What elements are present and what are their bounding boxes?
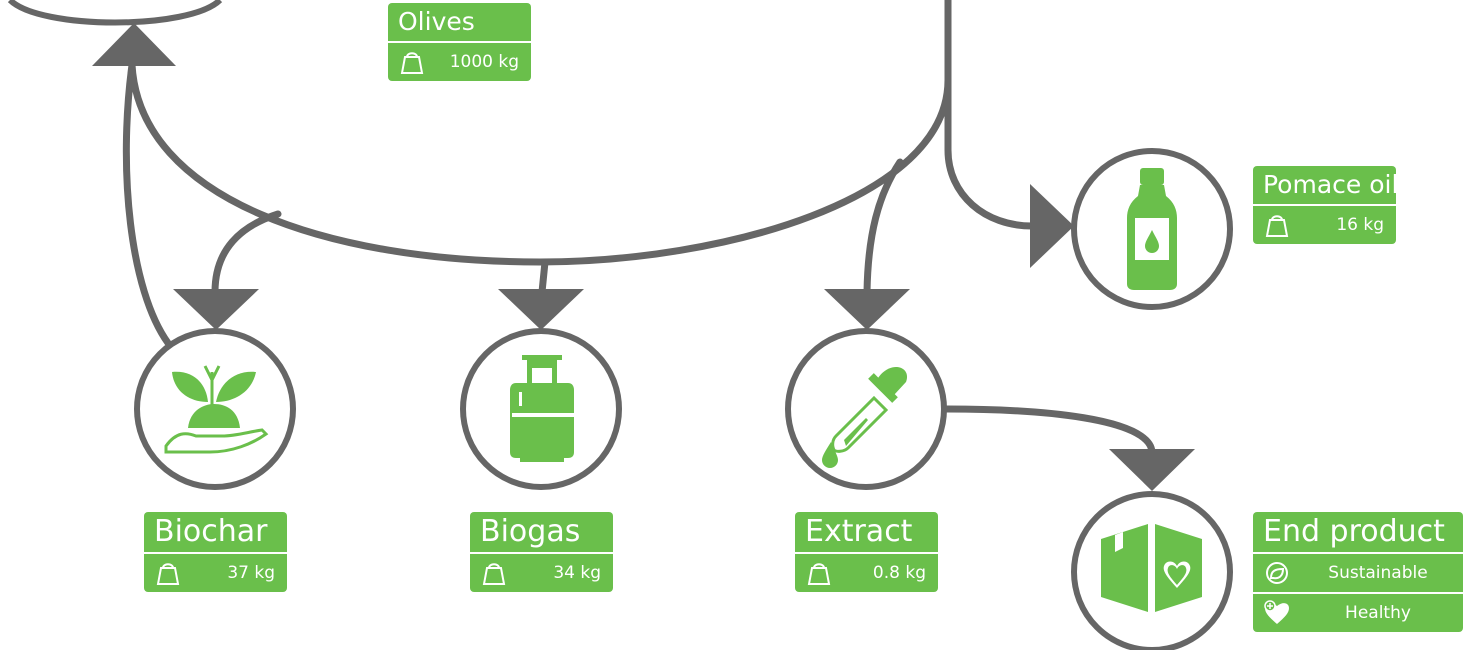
gas-cylinder-icon bbox=[510, 355, 574, 462]
end-product-title: End product bbox=[1253, 512, 1463, 554]
pomace-oil-title: Pomace oil bbox=[1253, 166, 1396, 206]
pomace-oil-weight: 16 kg bbox=[1336, 215, 1384, 235]
olives-weight: 1000 kg bbox=[449, 52, 519, 72]
biochar-weight-row: 37 kg bbox=[144, 554, 287, 592]
weight-icon bbox=[400, 52, 424, 74]
arrowhead-pomace bbox=[1030, 184, 1074, 268]
end-product-attribute-healthy: Healthy bbox=[1253, 592, 1463, 632]
flow-line-return bbox=[122, 61, 172, 347]
attribute-healthy-text: Healthy bbox=[1345, 603, 1411, 623]
weight-icon bbox=[807, 563, 831, 585]
extract-weight-row: 0.8 kg bbox=[795, 554, 938, 592]
extract-node-circle bbox=[785, 328, 947, 490]
end-product-node-circle bbox=[1071, 491, 1233, 650]
extract-weight: 0.8 kg bbox=[872, 563, 926, 583]
leaf-icon bbox=[1266, 562, 1288, 584]
olives-node-circle bbox=[7, 0, 223, 26]
pomace-oil-label: Pomace oil 16 kg bbox=[1253, 166, 1396, 244]
weight-icon bbox=[482, 563, 506, 585]
attribute-sustainable-text: Sustainable bbox=[1328, 563, 1428, 583]
arrowhead-top-node bbox=[92, 23, 176, 66]
plant-in-hand-icon bbox=[164, 365, 269, 454]
end-product-attribute-sustainable: Sustainable bbox=[1253, 554, 1463, 592]
biogas-label: Biogas 34 kg bbox=[470, 512, 613, 592]
biogas-weight: 34 kg bbox=[553, 563, 601, 583]
arrowhead-end-product bbox=[1109, 449, 1195, 491]
flow-line-end bbox=[943, 405, 1156, 456]
olives-title: Olives bbox=[388, 3, 531, 43]
end-product-label: End product Sustainable Healthy bbox=[1253, 512, 1463, 632]
olives-weight-row: 1000 kg bbox=[388, 43, 531, 81]
weight-icon bbox=[1265, 215, 1289, 237]
biochar-weight: 37 kg bbox=[227, 563, 275, 583]
extract-title: Extract bbox=[795, 512, 938, 554]
bottle-icon bbox=[1127, 168, 1177, 290]
heart-plus-icon bbox=[1264, 600, 1289, 624]
extract-label: Extract 0.8 kg bbox=[795, 512, 938, 592]
biochar-title: Biochar bbox=[144, 512, 287, 554]
weight-icon bbox=[156, 563, 180, 585]
dropper-icon bbox=[822, 366, 908, 468]
flow-line-pomace bbox=[944, 76, 1036, 230]
arrowhead-biochar bbox=[173, 289, 259, 330]
arrowhead-biogas bbox=[498, 289, 584, 330]
pomace-oil-weight-row: 16 kg bbox=[1253, 206, 1396, 244]
box-heart-icon bbox=[1101, 524, 1202, 612]
biogas-weight-row: 34 kg bbox=[470, 554, 613, 592]
olives-label: Olives 1000 kg bbox=[388, 3, 531, 81]
biochar-label: Biochar 37 kg bbox=[144, 512, 287, 592]
biogas-title: Biogas bbox=[470, 512, 613, 554]
flow-line-biochar bbox=[211, 210, 282, 296]
arrowhead-extract bbox=[824, 289, 910, 330]
flow-line-biogas bbox=[538, 258, 549, 296]
flow-line-extract bbox=[863, 158, 904, 296]
